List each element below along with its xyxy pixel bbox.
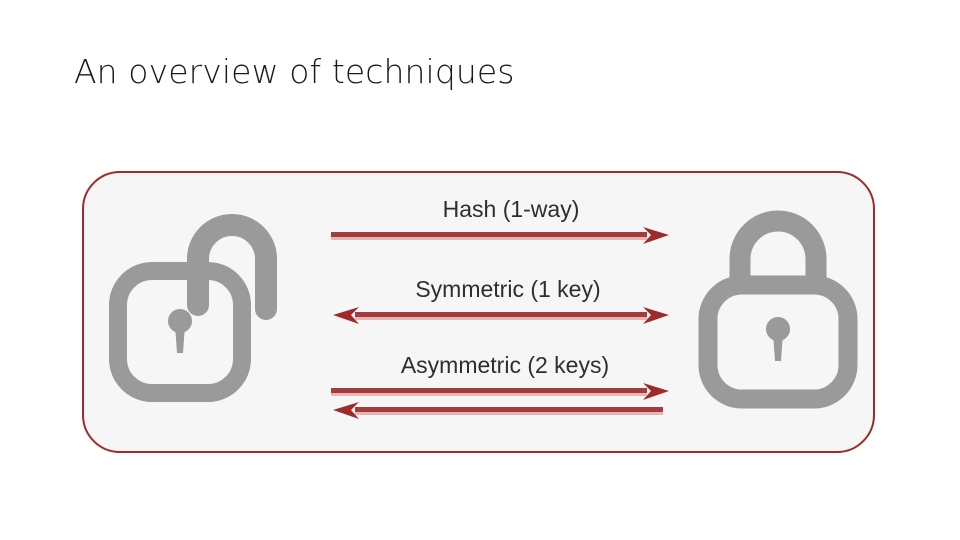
padlock-open-icon [109,214,277,402]
padlock-closed-icon [698,210,858,409]
technique-label-asymmetric: Asymmetric (2 keys) [400,352,610,378]
technique-label-symmetric: Symmetric (1 key) [415,276,601,302]
technique-row-hash: Hash (1-way) [329,197,677,247]
page-title: An overview of techniques [74,52,515,91]
technique-row-symmetric: Symmetric (1 key) [329,277,677,327]
technique-label-hash: Hash (1-way) [442,196,580,222]
cryptography-techniques-diagram: Hash (1-way) Symmetric (1 key) Asymmetri… [82,171,875,453]
arrow-one-way-right [331,227,669,245]
arrow-bidirectional [333,307,669,325]
arrow-pair-opposite [331,383,669,420]
technique-row-asymmetric: Asymmetric (2 keys) [329,353,677,421]
